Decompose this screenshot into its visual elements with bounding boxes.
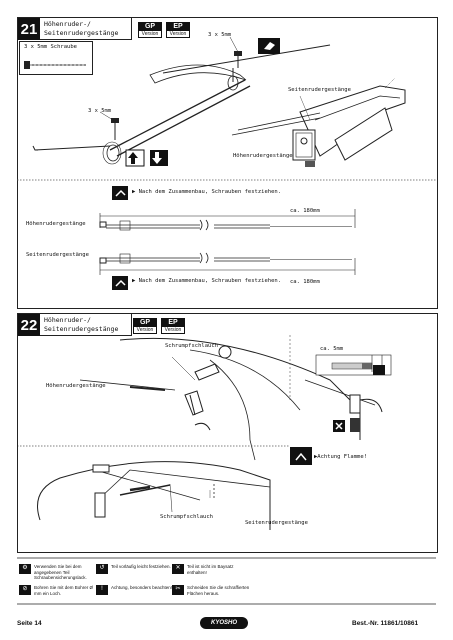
legend-attention: ! Achtung, besonders beachten! (96, 585, 176, 595)
not-included-icon: ✕ (172, 564, 184, 574)
legend-tighten: ↺ Teil vorläufig leicht festziehen. (96, 564, 176, 574)
hoehenruder-label: Höhenrudergestänge (233, 153, 293, 159)
shrink-tube-label-top: Schrumpfschlauch (165, 343, 218, 349)
screw-label: 3 x 5mm Schraube (24, 44, 77, 50)
seitenruder-label: Seitenrudergestänge (245, 520, 308, 526)
flame-warning: ▶Achtung Flamme! (314, 454, 367, 460)
step-number: 22 (18, 314, 40, 336)
attention-icon: ! (96, 585, 108, 595)
page-number: Seite 14 (17, 620, 42, 627)
order-number: Best.-Nr. 11861/10861 (352, 620, 419, 627)
shrink-tube-label-bottom: Schrumpfschlauch (160, 514, 213, 520)
screw-b-label: 3 x 5mm (88, 108, 112, 114)
brand-logo: KYOSHO (200, 617, 248, 629)
seitenruder-label: Seitenrudergestänge (288, 87, 351, 93)
step-title: Höhenruder-/ Seitenrudergestänge (40, 18, 132, 40)
seitenruder-label-2: Seitenrudergestänge (26, 252, 89, 258)
screw-a-label: 3 x 5mm (208, 32, 232, 38)
legend-cut: ✂ Schneiden Sie die schraffierten Fläche… (172, 585, 252, 596)
cut-icon: ✂ (172, 585, 184, 595)
glue-icon: ⚙ (19, 564, 31, 574)
assembly-note-bottom: ▶ Nach dem Zusammenbau, Schrauben festzi… (132, 278, 282, 284)
dimension-180-bottom: ca. 180mm (290, 279, 320, 285)
dimension-180-top: ca. 180mm (290, 208, 320, 214)
legend-not-included: ✕ Teil ist nicht im Baysatz enthalten! (172, 564, 252, 575)
assembly-note-top: ▶ Nach dem Zusammenbau, Schrauben festzi… (132, 189, 282, 195)
legend-glue: ⚙ Verwenden Sie bei dem angegebenen Teil… (19, 564, 99, 581)
ca-5mm-label: ca. 5mm (320, 346, 344, 352)
step-title: Höhenruder-/ Seitenrudergestänge (40, 314, 132, 336)
hoehenruder-label-2: Höhenrudergestänge (26, 221, 86, 227)
step-number: 21 (18, 18, 40, 40)
hoehenruder-label: Höhenrudergestänge (46, 383, 106, 389)
drill-icon: ⊘ (19, 585, 31, 595)
screw-parts-box: 3 x 5mm Schraube (19, 41, 93, 75)
legend-drill: ⊘ Bohren Sie mit dem Bohrer Ø mm ein Loc… (19, 585, 99, 596)
tighten-icon: ↺ (96, 564, 108, 574)
